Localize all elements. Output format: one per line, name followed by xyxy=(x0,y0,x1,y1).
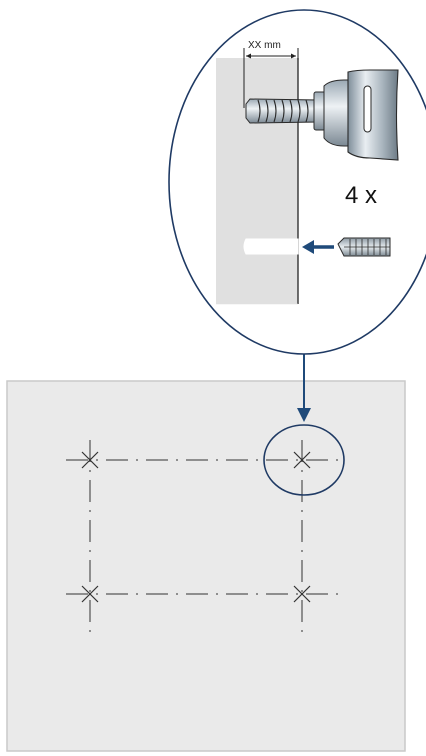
cross-mark-icon xyxy=(81,451,99,469)
cross-mark-icon xyxy=(81,585,99,603)
wall-plug-icon xyxy=(337,237,391,257)
drilled-hole xyxy=(243,238,299,255)
mounting-panel xyxy=(6,380,406,752)
drilling-template-outline xyxy=(66,440,340,638)
screw-icon xyxy=(245,98,319,124)
cross-mark-icon xyxy=(293,451,311,469)
drill-chuck-icon xyxy=(313,69,399,161)
detail-callout: 4 x XX m xyxy=(168,9,426,355)
quantity-label: 4 x xyxy=(345,182,377,209)
dimension-label: XX mm xyxy=(248,40,281,51)
insert-arrow xyxy=(302,240,334,254)
wall-section xyxy=(216,58,298,304)
dimension-marker xyxy=(243,48,299,108)
pointer-arrow xyxy=(297,352,311,422)
hole-highlight-circle xyxy=(263,424,345,496)
cross-mark-icon xyxy=(293,585,311,603)
